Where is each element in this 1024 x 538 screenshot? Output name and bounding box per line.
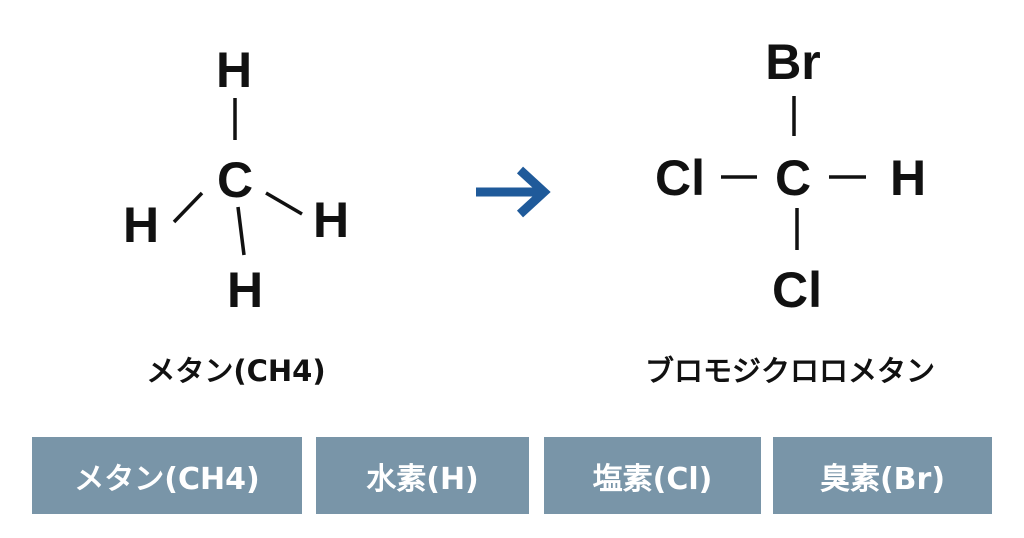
methane-atom-top: H: [216, 42, 252, 98]
bond-bottom: [236, 206, 246, 256]
bromodichloromethane-structure: Br C Cl H Cl: [655, 34, 926, 318]
methane-atom-right: H: [313, 192, 349, 248]
legend-methane: メタン(CH4): [32, 437, 302, 514]
legend-bromine: 臭素(Br): [773, 437, 992, 514]
legend-hydrogen: 水素(H): [316, 437, 529, 514]
legend-chlorine: 塩素(Cl): [544, 437, 761, 514]
methane-label: メタン(CH4): [146, 354, 326, 388]
product-label: ブロモジクロロメタン: [644, 354, 935, 388]
bond-right: [265, 191, 303, 216]
methane-atom-center: C: [217, 152, 253, 208]
bond-left: [172, 191, 204, 224]
methane-structure: H C H H H: [123, 42, 349, 318]
arrow-icon: [476, 166, 551, 218]
product-atom-top: Br: [765, 34, 821, 90]
methane-atom-bottom: H: [227, 262, 263, 318]
methane-atom-left: H: [123, 197, 159, 253]
product-atom-left: Cl: [655, 150, 705, 206]
product-atom-right: H: [890, 150, 926, 206]
product-atom-center: C: [775, 150, 811, 206]
product-atom-bottom: Cl: [772, 262, 822, 318]
